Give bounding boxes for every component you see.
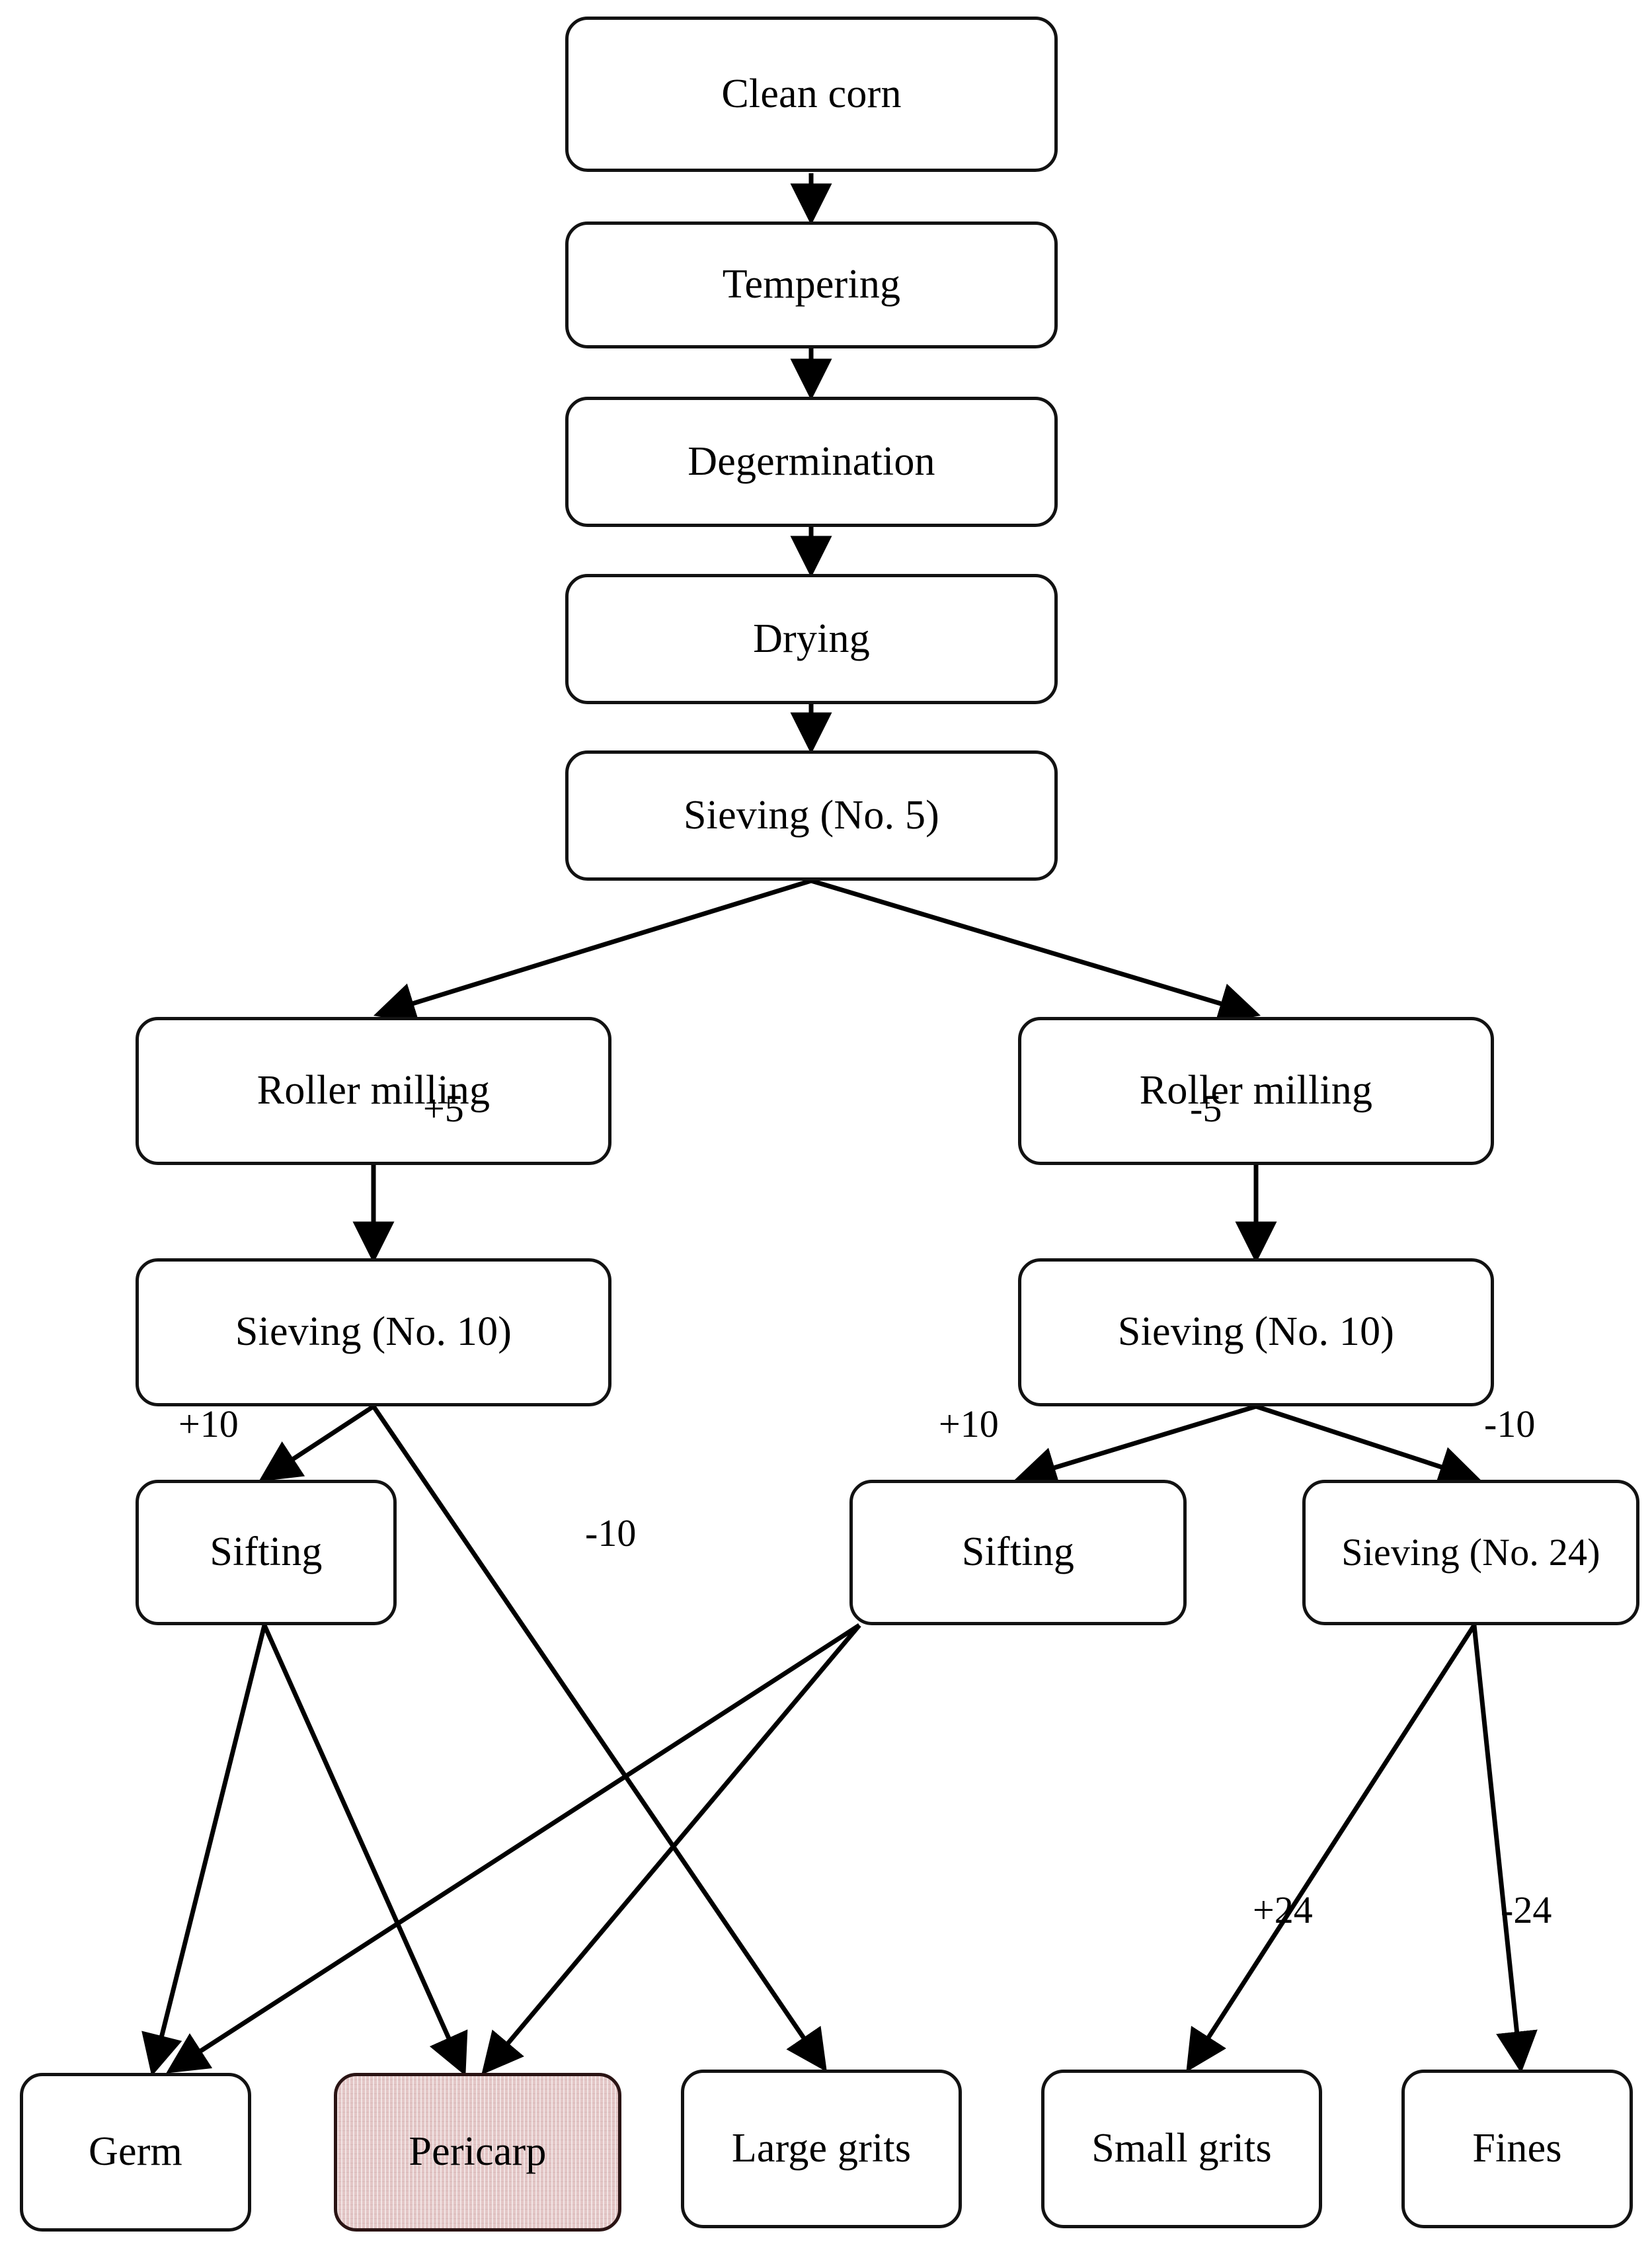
node-drying[interactable]: Drying [565,574,1058,704]
edge-sieving24-smallgrits [1186,1624,1476,2072]
node-large-grits[interactable]: Large grits [681,2070,962,2228]
node-sieving-no-10-right[interactable]: Sieving (No. 10) [1018,1258,1494,1406]
edge-sieving10left-siftingleft [258,1404,375,1482]
edge-label-minus-5: -5 [1190,1087,1222,1130]
edge-label-plus-10-left: +10 [178,1402,239,1445]
edge-siftingright-germ [166,1623,861,2074]
edge-label-plus-5: +5 [423,1087,464,1130]
edge-label-plus-24: +24 [1253,1888,1313,1931]
edge-label-minus-24: -24 [1501,1888,1552,1931]
edge-sieving5-rollerright [810,878,1261,1024]
edge-siftingleft-pericarp [262,1624,468,2076]
edge-label-plus-10-right: +10 [939,1402,999,1445]
edge-siftingleft-germ [141,1625,267,2077]
edge-sieving10right-sieving24 [1255,1404,1481,1487]
node-roller-milling-left[interactable]: Roller milling [136,1017,611,1165]
node-germ[interactable]: Germ [20,2073,251,2232]
node-degermination[interactable]: Degermination [565,397,1058,527]
node-sifting-left[interactable]: Sifting [136,1480,397,1625]
edge-sieving5-rollerleft [373,878,812,1024]
node-roller-milling-right[interactable]: Roller milling [1018,1017,1494,1165]
node-clean-corn[interactable]: Clean corn [565,17,1058,172]
edge-sieving24-fines [1472,1625,1538,2074]
edge-sieving10right-siftingright [1014,1404,1257,1488]
node-sieving-no-5[interactable]: Sieving (No. 5) [565,750,1058,881]
node-small-grits[interactable]: Small grits [1041,2070,1322,2228]
node-pericarp[interactable]: Pericarp [334,2073,621,2232]
edge-sieving10left-largegrits [372,1405,827,2072]
node-sieving-no-24[interactable]: Sieving (No. 24) [1302,1480,1639,1625]
node-sifting-right[interactable]: Sifting [849,1480,1187,1625]
node-sieving-no-10-left[interactable]: Sieving (No. 10) [136,1258,611,1406]
edge-label-minus-10-right: -10 [1484,1402,1536,1445]
edge-siftingright-pericarp [481,1623,861,2076]
node-tempering[interactable]: Tempering [565,222,1058,348]
node-fines[interactable]: Fines [1401,2070,1633,2228]
edge-label-minus-10-left: -10 [585,1512,637,1554]
